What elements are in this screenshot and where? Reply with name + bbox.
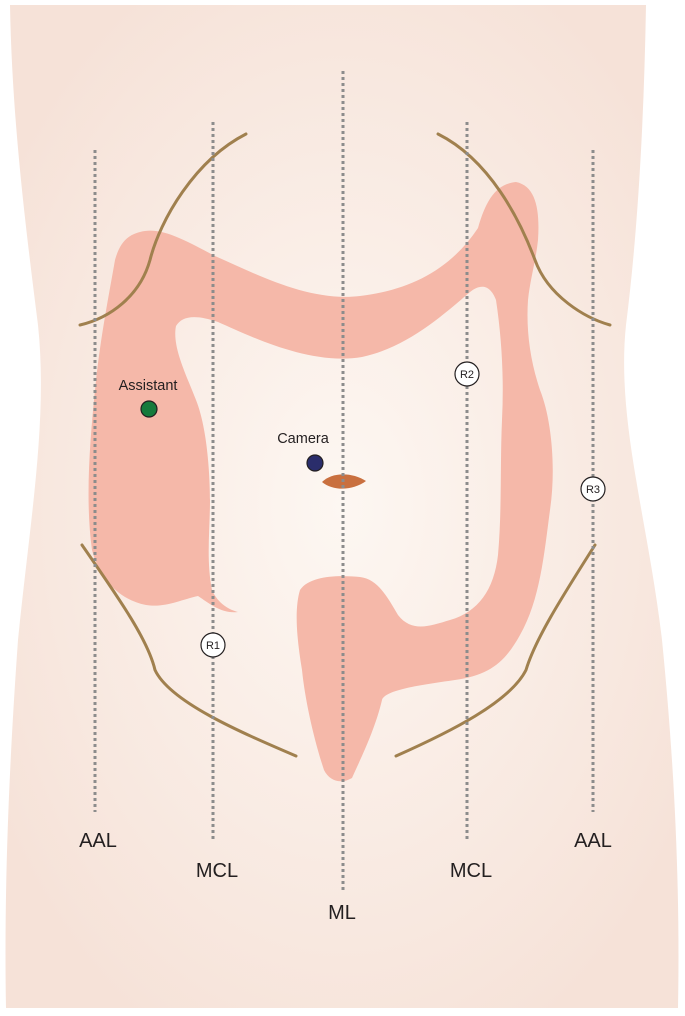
left-rib-line [78,132,248,327]
label-r3: R3 [586,484,600,496]
label-r1: R1 [206,640,220,652]
label-mcl-right: MCL [450,860,492,882]
assistant-port-marker [140,400,158,418]
label-camera: Camera [277,431,330,447]
colon [88,182,553,782]
label-mcl-left: MCL [196,860,238,882]
port-r2-ring [454,361,480,387]
label-r2: R2 [460,369,474,381]
camera-port-marker [306,454,324,472]
label-aal-right: AAL [574,830,612,852]
port-r1: R1 [200,632,226,658]
port-r2: R2 [454,361,480,387]
port-r3-ring [580,476,606,502]
port-r3: R3 [580,476,606,502]
label-assistant: Assistant [119,378,178,394]
label-aal-left: AAL [79,830,117,852]
label-ml: ML [328,902,356,924]
right-rib-line [436,132,612,327]
left-pelvis-line [80,543,298,758]
port-r1-ring [200,632,226,658]
right-pelvis-line [394,543,597,758]
